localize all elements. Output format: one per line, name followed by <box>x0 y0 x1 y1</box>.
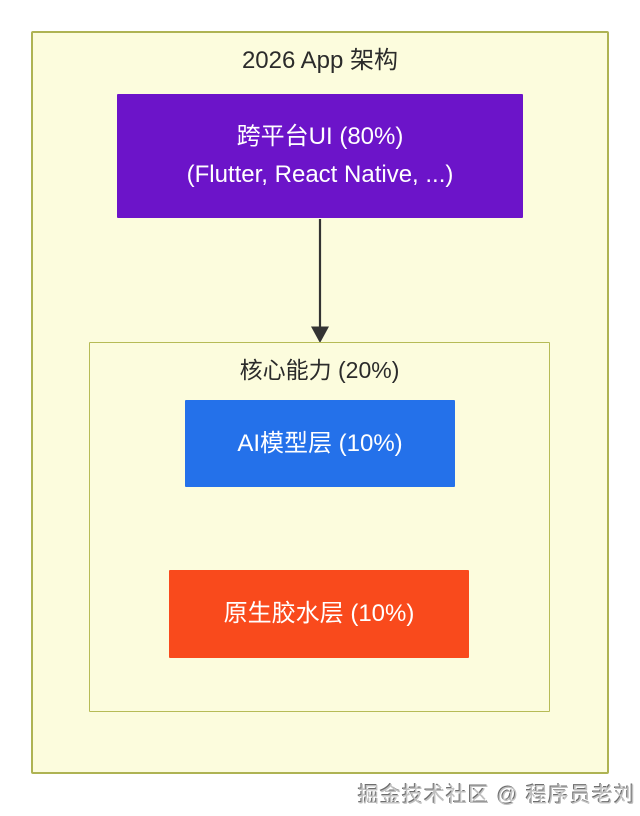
group-core-capabilities-title: 核心能力 (20%) <box>239 357 400 383</box>
node-cross-platform-ui: 跨平台UI (80%) (Flutter, React Native, ...) <box>117 94 523 218</box>
node-cross-platform-ui-line2: (Flutter, React Native, ...) <box>186 161 454 188</box>
watermark-text: 掘金技术社区 @ 程序员老刘 <box>358 784 636 807</box>
node-ai-model-layer: AI模型层 (10%) <box>185 400 455 487</box>
node-cross-platform-ui-line1: 跨平台UI (80%) <box>236 123 404 150</box>
group-core-capabilities <box>89 342 550 712</box>
node-ai-model-layer-label: AI模型层 (10%) <box>237 429 403 457</box>
node-native-glue-layer: 原生胶水层 (10%) <box>169 570 469 658</box>
node-native-glue-layer-label: 原生胶水层 (10%) <box>223 600 415 627</box>
diagram-title: 2026 App 架构 <box>241 47 399 74</box>
